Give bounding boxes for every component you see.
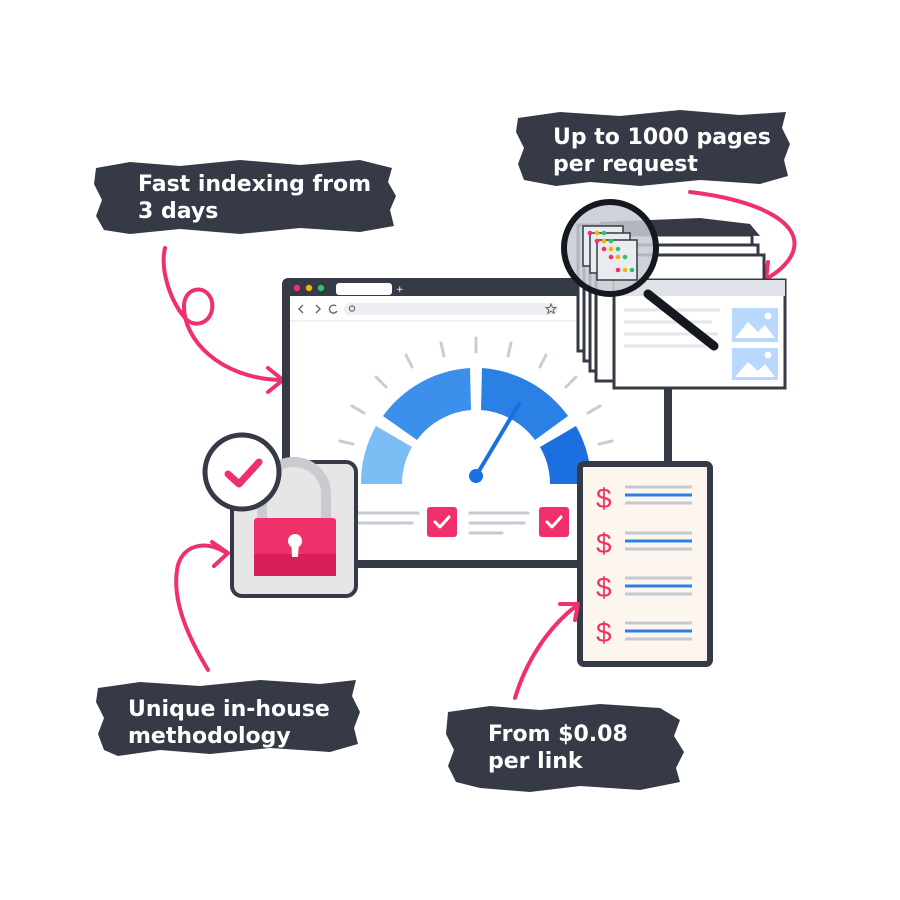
checklist-row-left [356, 507, 457, 537]
price-row: $ [596, 483, 692, 514]
brush-stroke-bg [516, 110, 790, 186]
callout-text-line2: methodology [128, 724, 291, 749]
arrow-head [558, 602, 580, 622]
brush-stroke-bg [96, 680, 360, 756]
brush-stroke-bg [446, 704, 684, 792]
gauge-segment-3 [481, 368, 568, 440]
curly-arrow-price [513, 604, 578, 700]
dollar-icon: $ [596, 617, 612, 648]
checkmark-badge [202, 432, 282, 512]
arrow-head [210, 540, 230, 568]
checklist-row-right [468, 507, 569, 537]
address-bar [344, 303, 558, 315]
window-close-dot [293, 284, 301, 292]
image-placeholder-icon [732, 308, 778, 342]
window-minimize-dot [305, 284, 313, 292]
search-icon [348, 305, 356, 312]
magnifier-icon [561, 199, 719, 351]
gauge-segment-2 [383, 368, 471, 440]
curly-arrow-fast-indexing [161, 246, 282, 382]
gauge-needle-hub [469, 469, 483, 483]
star-icon [544, 302, 558, 315]
browser-window: + [282, 278, 672, 568]
forward-arrow-icon [315, 304, 321, 314]
callout-text-line1: Fast indexing from [138, 172, 371, 197]
checkmark-icon [433, 515, 451, 529]
checkbox-checked [539, 507, 569, 537]
dollar-icon: $ [596, 528, 612, 559]
front-page [612, 278, 787, 390]
back-arrow-icon [298, 304, 304, 314]
callout-text-line1: Up to 1000 pages [553, 125, 771, 150]
price-row: $ [596, 617, 692, 648]
callout-text-line2: per link [488, 749, 584, 774]
tab-active [336, 283, 392, 295]
price-row: $ [596, 528, 692, 559]
price-row: $ [596, 572, 692, 603]
callout-text-line2: 3 days [138, 199, 218, 224]
callout-price: From $0.08 per link [446, 704, 684, 792]
curly-arrow-methodology [174, 543, 227, 672]
padlock-icon [202, 432, 358, 598]
dollar-icon: $ [596, 572, 612, 603]
callout-text-line1: From $0.08 [488, 722, 628, 747]
speedometer-icon [338, 336, 614, 484]
callout-text-line2: per request [553, 152, 698, 177]
callout-pages-per-request: Up to 1000 pages per request [516, 110, 790, 186]
window-maximize-dot [317, 284, 325, 292]
image-placeholder-icon [732, 348, 778, 380]
callout-methodology: Unique in-house methodology [96, 680, 360, 756]
price-list: $ $ $ $ [577, 461, 713, 667]
gauge-ticks [338, 336, 614, 446]
callout-text-line1: Unique in-house [128, 697, 330, 722]
stacked-pages [561, 199, 787, 390]
new-tab-plus-icon: + [396, 285, 404, 295]
gauge-needle [474, 402, 521, 478]
curly-arrow-pages [688, 190, 797, 280]
browser-toolbar [290, 302, 664, 322]
checkmark-icon [224, 458, 263, 488]
brush-stroke-bg [94, 160, 396, 234]
checkmark-icon [545, 515, 563, 529]
callout-fast-indexing: Fast indexing from 3 days [94, 160, 396, 234]
dollar-icon: $ [596, 483, 612, 514]
reload-icon [328, 304, 338, 314]
gauge-segment-1 [360, 426, 412, 484]
checkbox-checked [427, 507, 457, 537]
